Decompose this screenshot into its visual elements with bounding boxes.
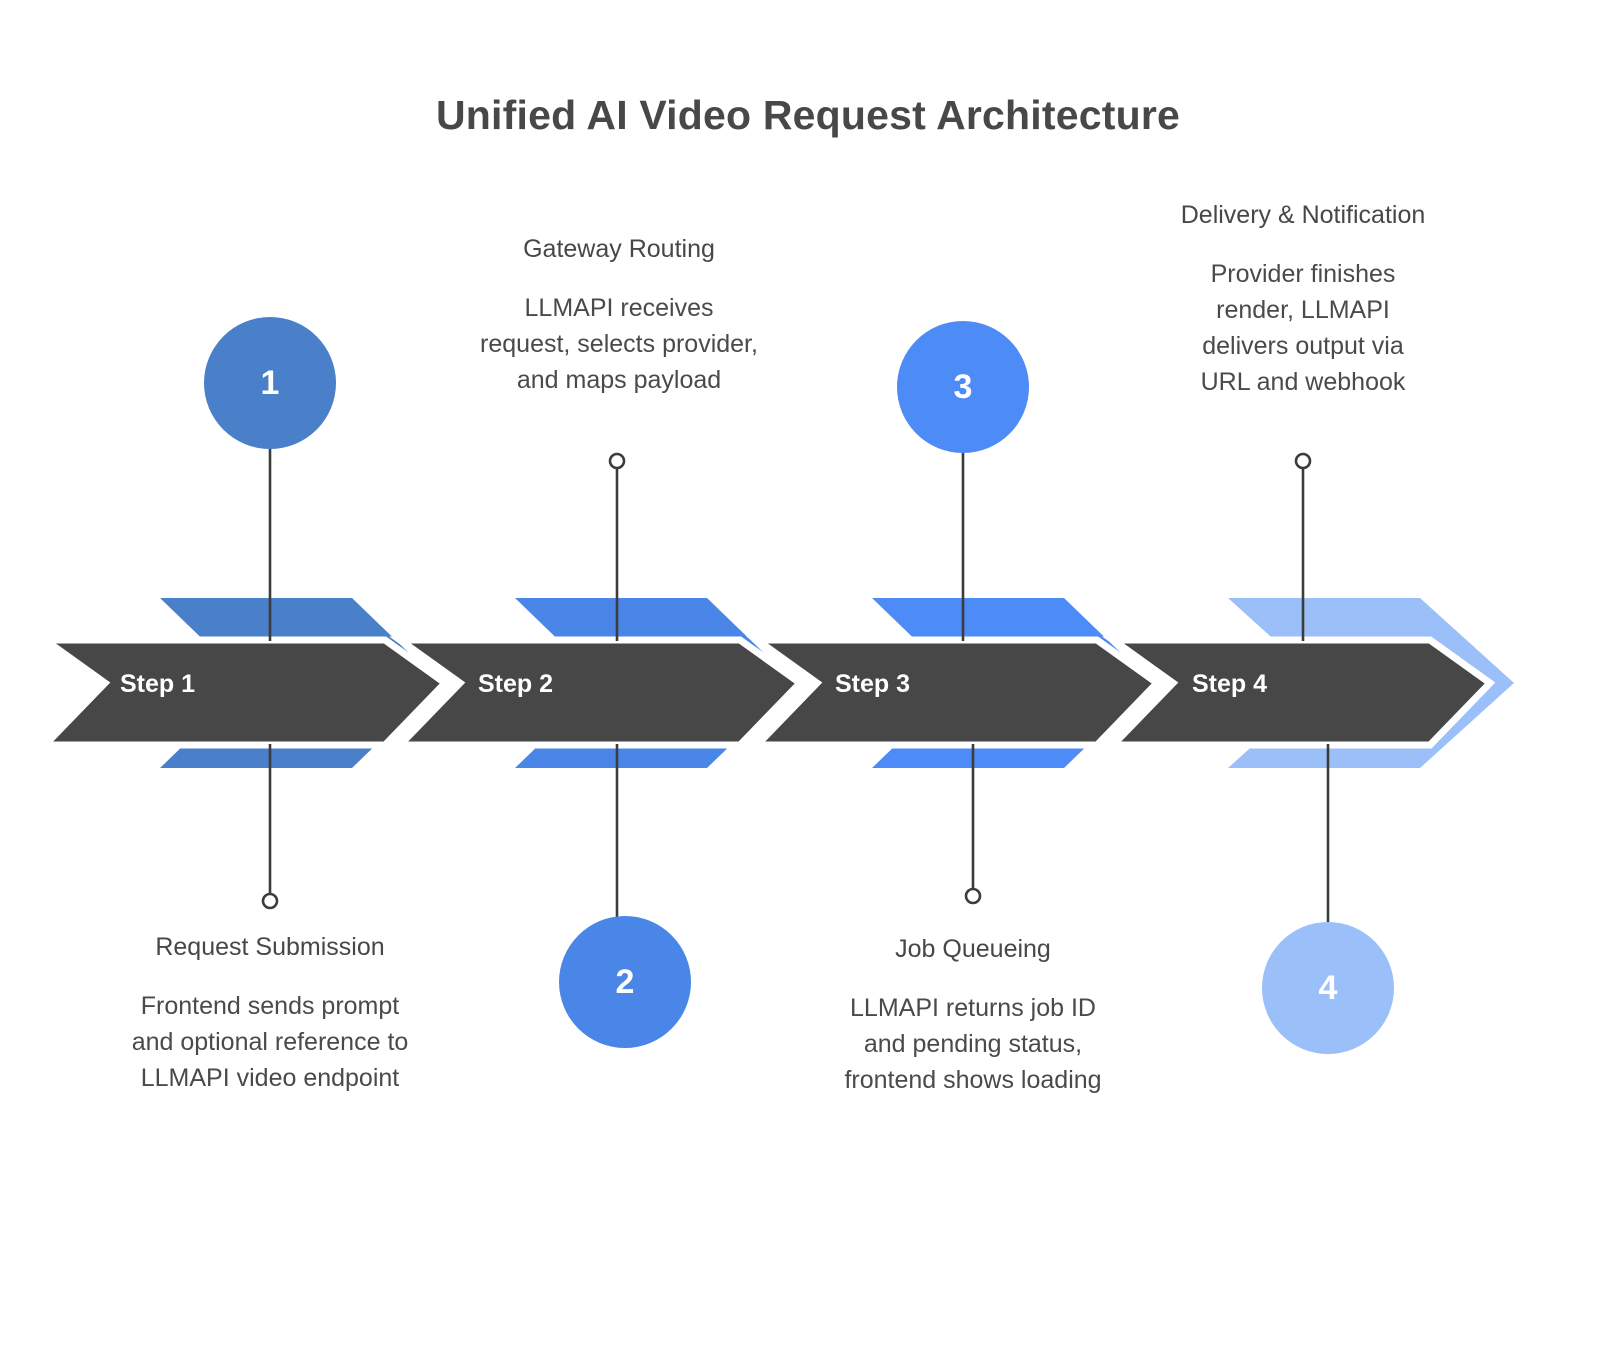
- page-title: Unified AI Video Request Architecture: [435, 92, 1181, 138]
- step-heading-1: Request Submission: [155, 933, 385, 961]
- step-text-block-4: Delivery & Notification Provider finishe…: [1175, 198, 1431, 400]
- step-number-4: 4: [1318, 968, 1338, 1007]
- connector-marker-step-2: [608, 452, 626, 470]
- step-text-block-1: Request Submission Frontend sends prompt…: [110, 930, 430, 1096]
- connector-marker-step-1: [261, 892, 279, 910]
- step-heading-3: Job Queueing: [895, 935, 1051, 963]
- step-4-band: [1102, 636, 1496, 749]
- step-band-label-4: Step 4: [1192, 670, 1268, 698]
- step-1-band: [34, 636, 451, 749]
- step-number-circle-3[interactable]: 3: [897, 321, 1029, 453]
- connector-marker-step-4: [1294, 452, 1312, 470]
- step-number-circle-4[interactable]: 4: [1262, 922, 1394, 1054]
- step-number-1: 1: [260, 363, 280, 402]
- step-2-band: [389, 636, 806, 749]
- step-band-label-1: Step 1: [120, 670, 196, 698]
- step-body-2: LLMAPI receives request, selects provide…: [480, 294, 758, 394]
- step-body-3: LLMAPI returns job ID and pending status…: [844, 994, 1102, 1094]
- step-body-1: Frontend sends prompt and optional refer…: [131, 992, 409, 1092]
- step-heading-2: Gateway Routing: [523, 235, 715, 263]
- step-number-circle-1[interactable]: 1: [204, 317, 336, 449]
- step-text-block-3: Job Queueing LLMAPI returns job ID and p…: [825, 932, 1121, 1098]
- step-number-3: 3: [953, 367, 973, 406]
- step-text-block-2: Gateway Routing LLMAPI receives request,…: [470, 232, 768, 398]
- step-number-circle-2[interactable]: 2: [559, 916, 691, 1048]
- step-heading-4: Delivery & Notification: [1180, 201, 1426, 229]
- step-band-label-2: Step 2: [478, 670, 554, 698]
- connector-marker-step-3: [964, 887, 982, 905]
- step-number-2: 2: [615, 962, 635, 1001]
- step-body-4: Provider finishes render, LLMAPI deliver…: [1200, 260, 1406, 396]
- step-3-band: [746, 636, 1163, 749]
- step-band-label-3: Step 3: [835, 670, 911, 698]
